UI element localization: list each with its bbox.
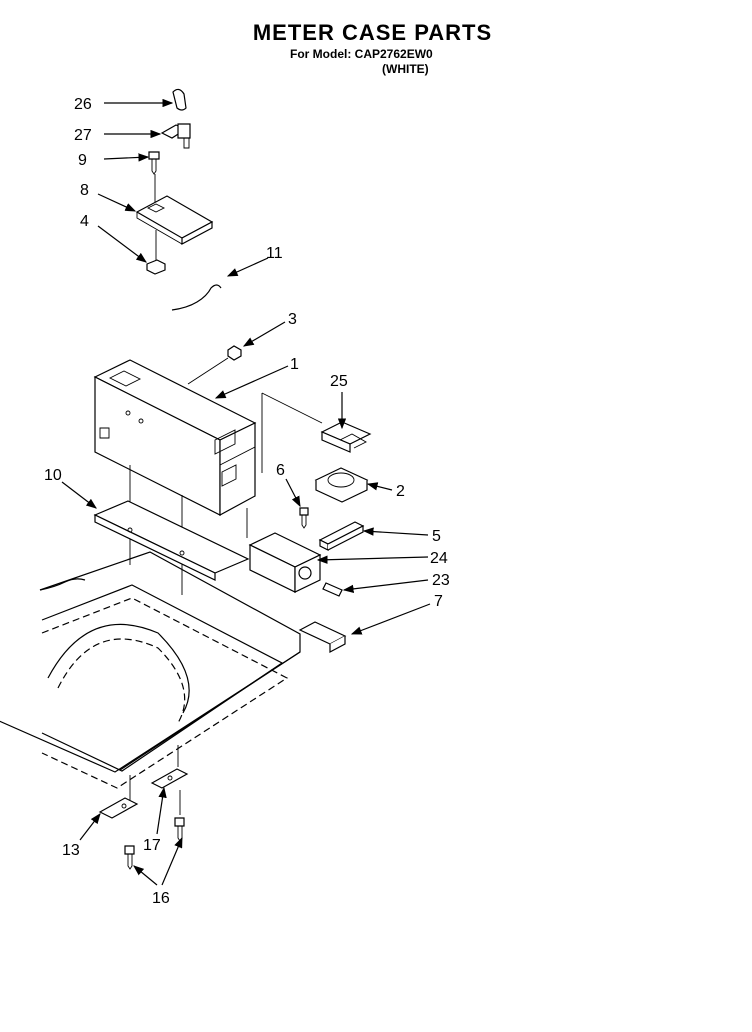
callout-8: 8 (80, 182, 89, 199)
part-16-screws (124, 817, 185, 870)
part-11-wire (171, 284, 222, 311)
callout-27: 27 (74, 127, 92, 144)
part-25-holder (320, 421, 372, 453)
part-26-knob (172, 88, 187, 111)
part-17-bracket (150, 768, 189, 789)
callout-17: 17 (143, 837, 161, 854)
assembly-line (261, 392, 323, 424)
callout-2: 2 (396, 483, 405, 500)
callout-9: 9 (78, 152, 87, 169)
cabinet-base (0, 551, 301, 789)
assembly-line (187, 357, 229, 385)
callout-11: 11 (266, 245, 283, 262)
callout-23: 23 (432, 572, 450, 589)
part-7-clip (298, 621, 347, 653)
part-4-clip (146, 259, 166, 275)
callout-numbers: 26 27 9 8 4 11 3 1 25 10 6 2 5 24 23 7 1… (44, 96, 450, 907)
part-24-switch-box (248, 532, 322, 593)
part-27-bracket (160, 123, 191, 149)
callout-24: 24 (430, 550, 448, 567)
part-10-plate (93, 500, 250, 581)
part-2-meter (314, 467, 369, 503)
model-number: For Model: CAP2762EW0 (290, 47, 433, 61)
callout-16: 16 (152, 890, 170, 907)
callout-13: 13 (62, 842, 80, 859)
callout-5: 5 (432, 528, 441, 545)
part-1-meter-case (93, 359, 257, 517)
callout-7: 7 (434, 593, 443, 610)
color-variant: (WHITE) (382, 62, 429, 76)
part-6-screw (299, 507, 309, 529)
callout-6: 6 (276, 462, 285, 479)
callout-25: 25 (330, 373, 348, 390)
callout-4: 4 (80, 213, 89, 230)
part-13-bracket (98, 797, 139, 819)
callout-26: 26 (74, 96, 92, 113)
part-9-screw (148, 151, 160, 175)
callout-10: 10 (44, 467, 62, 484)
diagram-title: METER CASE PARTS (252, 20, 493, 45)
callout-3: 3 (288, 311, 297, 328)
callout-1: 1 (290, 356, 299, 373)
part-23-pin (322, 582, 343, 597)
part-8-meter-bracket (135, 195, 214, 245)
leader-lines (61, 98, 431, 886)
part-5-bracket (318, 521, 365, 551)
part-3-screw (227, 345, 242, 361)
